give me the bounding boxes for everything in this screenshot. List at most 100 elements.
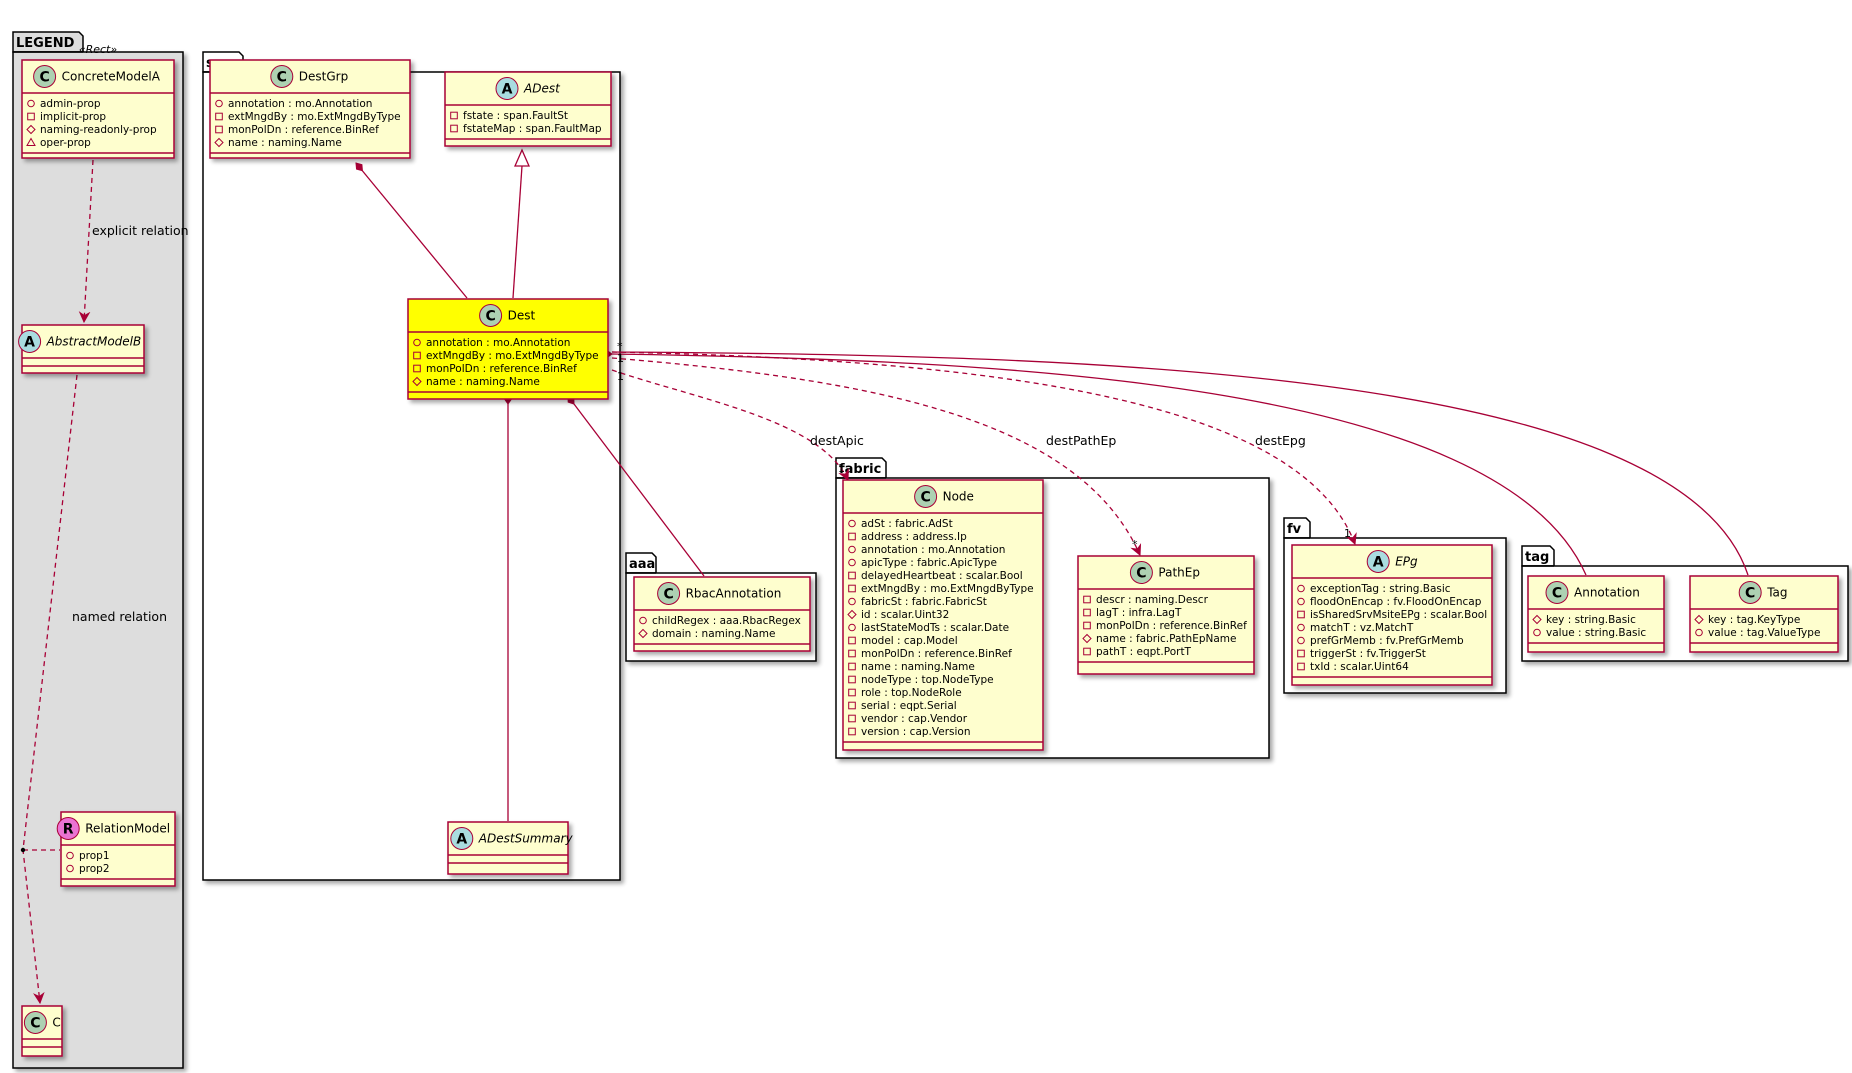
attribute-text: adSt : fabric.AdSt [861, 518, 953, 530]
abstract-class-icon: A [1366, 550, 1390, 573]
class-icon: C [23, 1011, 47, 1034]
public-visibility-icon [639, 616, 647, 625]
public-visibility-icon [27, 99, 35, 108]
class-dest-grp[interactable]: C DestGrp annotation : mo.AnnotationextMng… [209, 59, 411, 159]
attribute-text: descr : naming.Descr [1096, 594, 1209, 606]
attribute-text: domain : naming.Name [652, 628, 775, 640]
attribute-text: extMngdBy : mo.ExtMngdByType [228, 111, 401, 123]
svg-text:C: C [30, 1016, 40, 1032]
attribute-text: apicType : fabric.ApicType [861, 557, 997, 569]
private-visibility-icon [215, 125, 223, 134]
public-visibility-icon [1297, 623, 1305, 632]
attribute-text: monPolDn : reference.BinRef [228, 124, 379, 136]
class-attribute: name : naming.Name [848, 661, 975, 673]
class-box [21, 324, 145, 374]
attribute-text: version : cap.Version [861, 726, 971, 738]
attribute-text: serial : eqpt.Serial [861, 700, 957, 712]
attribute-text: annotation : mo.Annotation [228, 98, 372, 110]
package-label: LEGEND [16, 36, 75, 51]
private-visibility-icon [413, 351, 421, 360]
public-visibility-icon [413, 338, 421, 347]
class-name: RelationModel [85, 822, 170, 836]
public-visibility-icon [848, 597, 856, 606]
class-box [407, 298, 609, 400]
relation-class-icon: R [56, 817, 80, 840]
class-name: Dest [508, 309, 536, 323]
svg-text:C: C [663, 587, 673, 603]
class-attribute: annotation : mo.Annotation [413, 337, 570, 349]
private-visibility-icon [1083, 608, 1091, 617]
attribute-text: annotation : mo.Annotation [861, 544, 1005, 556]
private-visibility-icon [450, 111, 458, 120]
edge-dest-epg [611, 351, 1357, 546]
attribute-text: prop2 [79, 863, 110, 875]
private-visibility-icon [1083, 647, 1091, 656]
svg-text:A: A [1373, 555, 1384, 571]
attribute-text: prop1 [79, 850, 110, 862]
class-attribute: name : fabric.PathEpName [1082, 633, 1236, 645]
abstract-class-icon: A [495, 77, 519, 100]
attribute-text: annotation : mo.Annotation [426, 337, 570, 349]
attribute-text: vendor : cap.Vendor [861, 713, 968, 725]
private-visibility-icon [848, 714, 856, 723]
class-dest[interactable]: C Dest annotation : mo.AnnotationextMngdBy… [407, 298, 609, 400]
package-tab [625, 552, 657, 574]
class-attribute: floodOnEncap : fv.FloodOnEncap [1297, 596, 1482, 608]
class-name: DestGrp [299, 70, 348, 84]
public-visibility-icon [848, 545, 856, 554]
class-attribute: annotation : mo.Annotation [848, 544, 1005, 556]
class-name: C [52, 1016, 60, 1030]
class-attribute: extMngdBy : mo.ExtMngdByType [413, 350, 599, 362]
private-visibility-icon [413, 364, 421, 373]
package-legend: LEGEND [12, 31, 184, 1069]
class-attribute: fstateMap : span.FaultMap [450, 123, 602, 135]
attribute-text: role : top.NodeRole [861, 687, 962, 699]
class-name: ConcreteModelA [62, 70, 161, 84]
class-attribute: prop1 [66, 850, 110, 862]
abstract-class-icon: A [18, 330, 42, 353]
package-label: fabric [839, 462, 881, 477]
multiplicity-one: 1 [1344, 527, 1351, 540]
class-attribute: name : naming.Name [412, 376, 540, 388]
class-attribute: fstate : span.FaultSt [450, 110, 568, 122]
class-attribute: adSt : fabric.AdSt [848, 518, 953, 530]
svg-text:R: R [63, 822, 74, 838]
protected-visibility-icon [26, 124, 36, 135]
public-visibility-icon [848, 519, 856, 528]
class-name: Node [943, 490, 974, 504]
attribute-text: naming-readonly-prop [40, 124, 157, 136]
class-attribute: key : string.Basic [1532, 614, 1636, 626]
class-icon: C [479, 304, 503, 327]
edge-dest-apic [611, 369, 849, 482]
package-tab [1521, 545, 1555, 567]
attribute-text: isSharedSrvMsiteEPg : scalar.Bool [1310, 609, 1487, 621]
public-visibility-icon [1695, 628, 1703, 637]
class-icon: C [270, 65, 294, 88]
class-box [209, 59, 411, 159]
class-box [842, 479, 1044, 751]
svg-text:C: C [277, 70, 287, 86]
class-attribute: model : cap.Model [848, 635, 958, 647]
attribute-text: monPolDn : reference.BinRef [1096, 620, 1247, 632]
private-visibility-icon [848, 688, 856, 697]
class-box [60, 811, 176, 887]
attribute-text: extMngdBy : mo.ExtMngdByType [861, 583, 1034, 595]
public-visibility-icon [1297, 636, 1305, 645]
class-attribute: prefGrMemb : fv.PrefGrMemb [1297, 635, 1464, 647]
public-visibility-icon [66, 851, 74, 860]
svg-text:C: C [1136, 566, 1146, 582]
class-attribute: nodeType : top.NodeType [848, 674, 994, 686]
private-visibility-icon [848, 675, 856, 684]
